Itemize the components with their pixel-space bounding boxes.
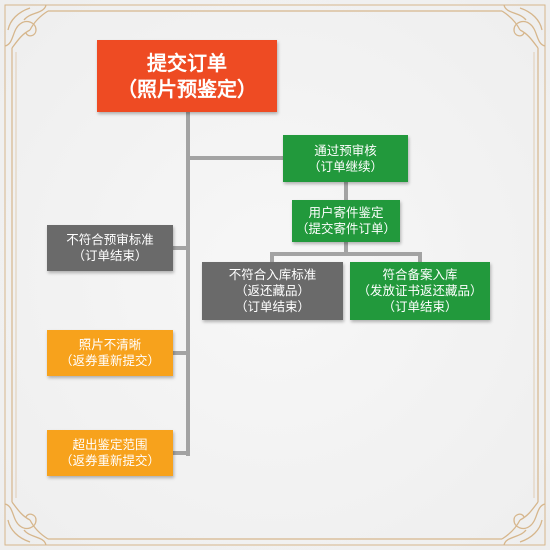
node-submit-order-subtitle: （照片预鉴定） [117, 77, 257, 101]
connector-to-out-of-scope [173, 451, 188, 455]
connector-to-photo-unclear [173, 351, 188, 355]
node-fail-storage: 不符合入库标准 （返还藏品） （订单结束） [202, 262, 343, 320]
connector-mail-down [344, 242, 348, 254]
node-pass-storage: 符合备案入库 （发放证书返还藏品） （订单结束） [350, 262, 490, 320]
node-pass-storage-note1: （发放证书返还藏品） [357, 283, 483, 298]
node-photo-unclear-note: （返券重新提交） [59, 353, 160, 368]
connector-to-pass-storage [418, 254, 422, 262]
connector-to-fail-precheck [173, 246, 188, 250]
node-photo-unclear-title: 照片不清晰 [78, 337, 142, 352]
node-fail-storage-note2: （订单结束） [234, 299, 310, 314]
node-pass-precheck-title: 通过预审核 [314, 142, 377, 158]
node-photo-unclear: 照片不清晰 （返券重新提交） [47, 330, 173, 376]
node-pass-precheck-note: （订单继续） [307, 158, 383, 174]
node-out-of-scope: 超出鉴定范围 （返券重新提交） [47, 430, 173, 476]
node-mail-appraisal-title: 用户寄件鉴定 [308, 205, 384, 220]
node-fail-storage-title: 不符合入库标准 [228, 267, 317, 282]
node-out-of-scope-note: （返券重新提交） [59, 453, 160, 468]
connector-to-pass-precheck [188, 156, 283, 160]
connector-split-horizontal [270, 252, 422, 256]
node-fail-precheck: 不符合预审标准 （订单结束） [47, 225, 173, 271]
connector-to-fail-storage [270, 254, 274, 262]
node-mail-appraisal-note: （提交寄件订单） [295, 221, 396, 236]
node-submit-order: 提交订单 （照片预鉴定） [97, 40, 277, 112]
node-pass-storage-note2: （订单结束） [382, 299, 458, 314]
node-pass-storage-title: 符合备案入库 [382, 267, 458, 282]
node-mail-appraisal: 用户寄件鉴定 （提交寄件订单） [292, 200, 400, 242]
node-fail-storage-note1: （返还藏品） [234, 283, 310, 298]
node-submit-order-title: 提交订单 [147, 51, 227, 75]
node-fail-precheck-title: 不符合预审标准 [66, 232, 154, 247]
connector-to-mail-appraisal [344, 182, 348, 200]
node-fail-precheck-note: （订单结束） [72, 248, 148, 263]
node-pass-precheck: 通过预审核 （订单继续） [283, 135, 408, 182]
node-out-of-scope-title: 超出鉴定范围 [72, 437, 148, 452]
connector-main-vertical [186, 112, 190, 456]
